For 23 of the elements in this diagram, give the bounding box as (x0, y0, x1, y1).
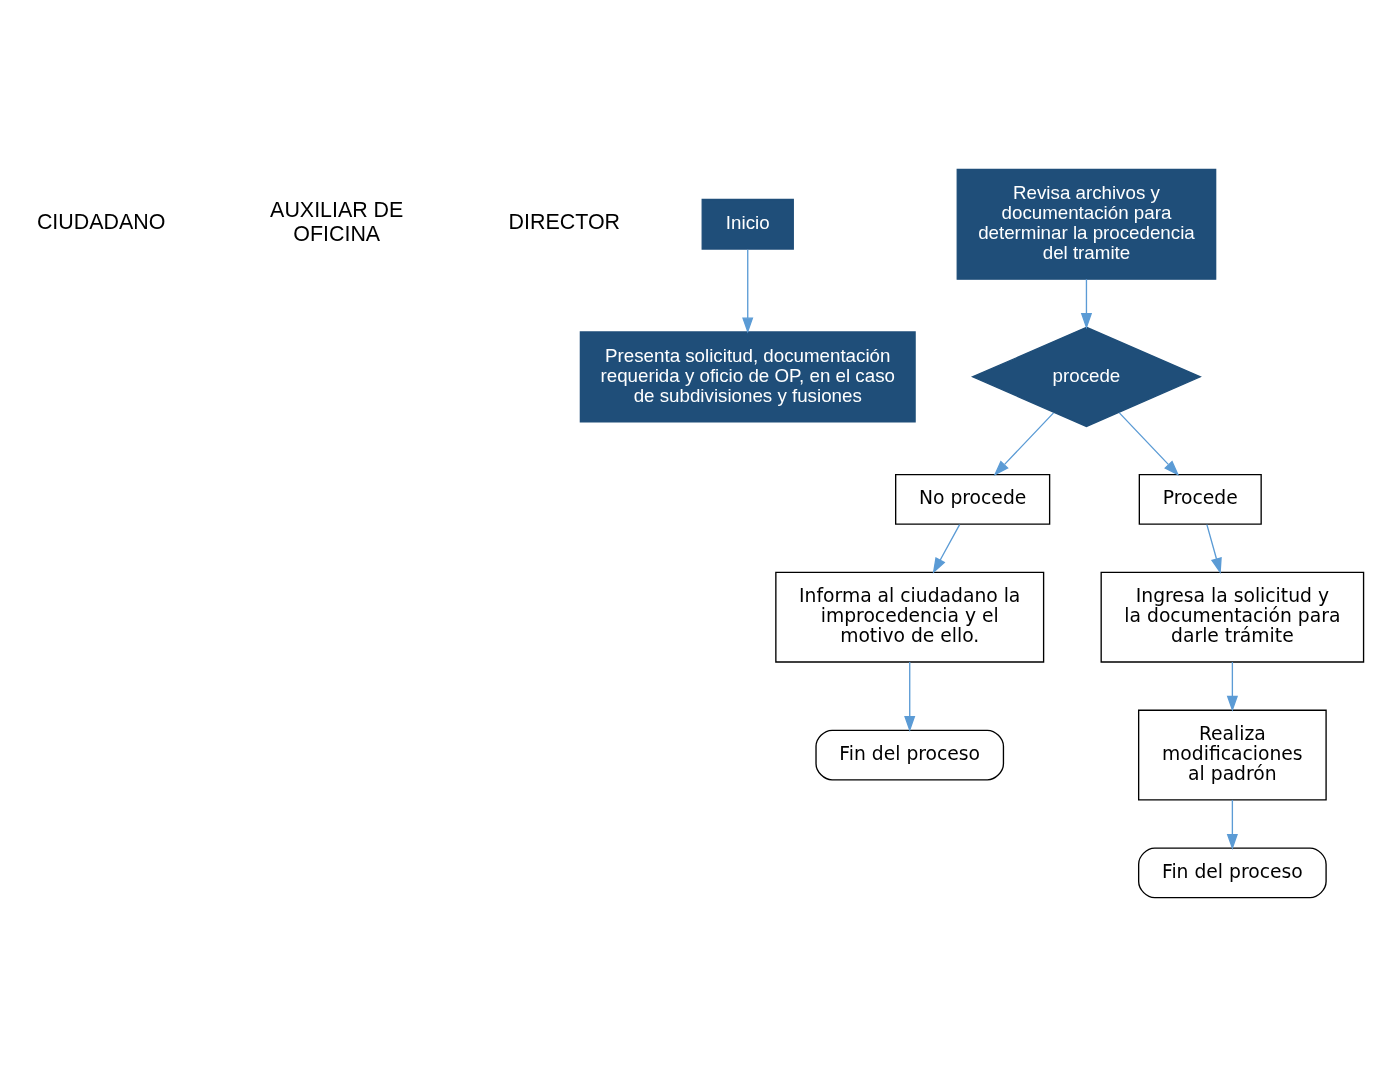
node-box: Realiza modificaciones al padrón (1138, 709, 1327, 801)
arrow (1226, 661, 1238, 712)
node-box: Fin del proceso (815, 729, 1005, 781)
arrow (1080, 278, 1093, 330)
node-box: Revisa archivos y documentación para determinar la procedencia del tramite (956, 168, 1217, 280)
arrow (1206, 523, 1222, 574)
arrow (993, 412, 1055, 476)
node-box: Presenta solicitud, documentación requerida y oficio de OP, en el caso de subdivisiones y fusiones (579, 331, 916, 423)
label: DIRECTOR (508, 210, 621, 235)
arrow (742, 249, 754, 334)
node-box: Fin del proceso (1138, 847, 1327, 899)
node-box: Informa al ciudadano la improcedencia y el motivo de ello. (775, 571, 1045, 663)
label: CIUDADANO (36, 210, 166, 235)
node-box: No procede (895, 473, 1051, 525)
arrow (932, 523, 961, 574)
node-box: Procede (1138, 473, 1262, 525)
node-diamond: procede (970, 326, 1202, 428)
label: AUXILIAR DE OFICINA (270, 198, 404, 247)
node-box: Inicio (701, 198, 794, 250)
node-box: Ingresa la solicitud y la documentación para darle trámite (1100, 571, 1365, 663)
arrow (1118, 412, 1180, 476)
arrow (1226, 799, 1238, 850)
arrow (904, 661, 916, 732)
